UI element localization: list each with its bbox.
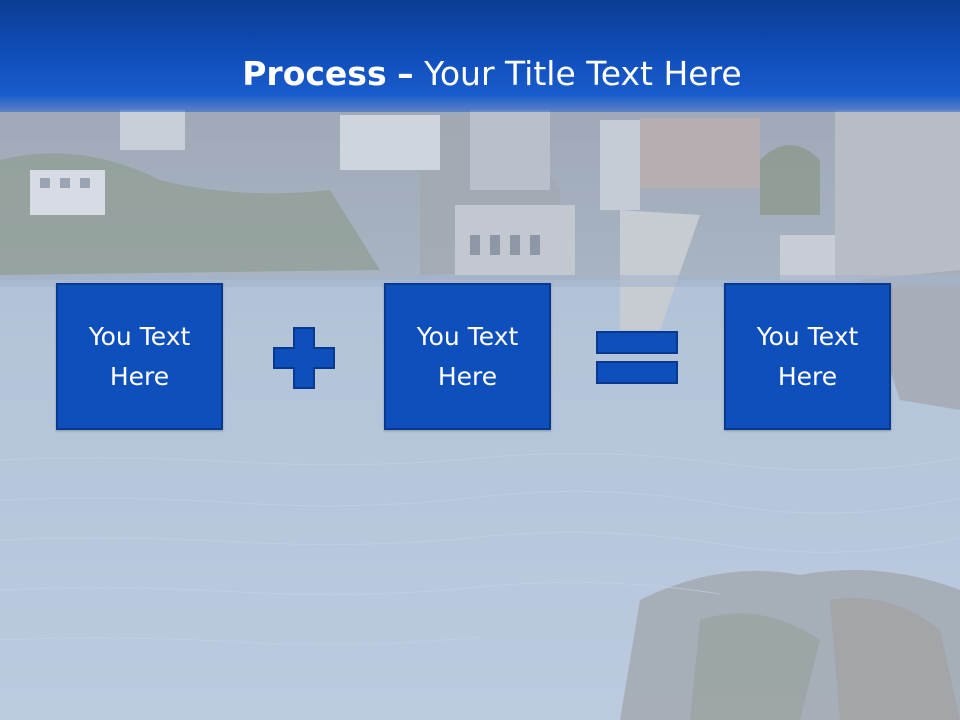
- title-dash: –: [397, 54, 414, 93]
- process-box-2[interactable]: You Text Here: [384, 283, 551, 430]
- equals-icon: [596, 331, 678, 384]
- plus-icon: [273, 327, 335, 389]
- process-box-3[interactable]: You Text Here: [724, 283, 891, 430]
- process-box-3-text: You Text Here: [756, 321, 859, 391]
- title-bold-text: Process: [242, 54, 387, 93]
- slide-title[interactable]: Process – Your Title Text Here: [0, 52, 960, 96]
- title-banner: [0, 0, 960, 112]
- process-box-1[interactable]: You Text Here: [56, 283, 223, 430]
- title-rest-text: Your Title Text Here: [424, 54, 742, 93]
- process-box-1-text: You Text Here: [88, 321, 191, 391]
- process-box-2-text: You Text Here: [416, 321, 519, 391]
